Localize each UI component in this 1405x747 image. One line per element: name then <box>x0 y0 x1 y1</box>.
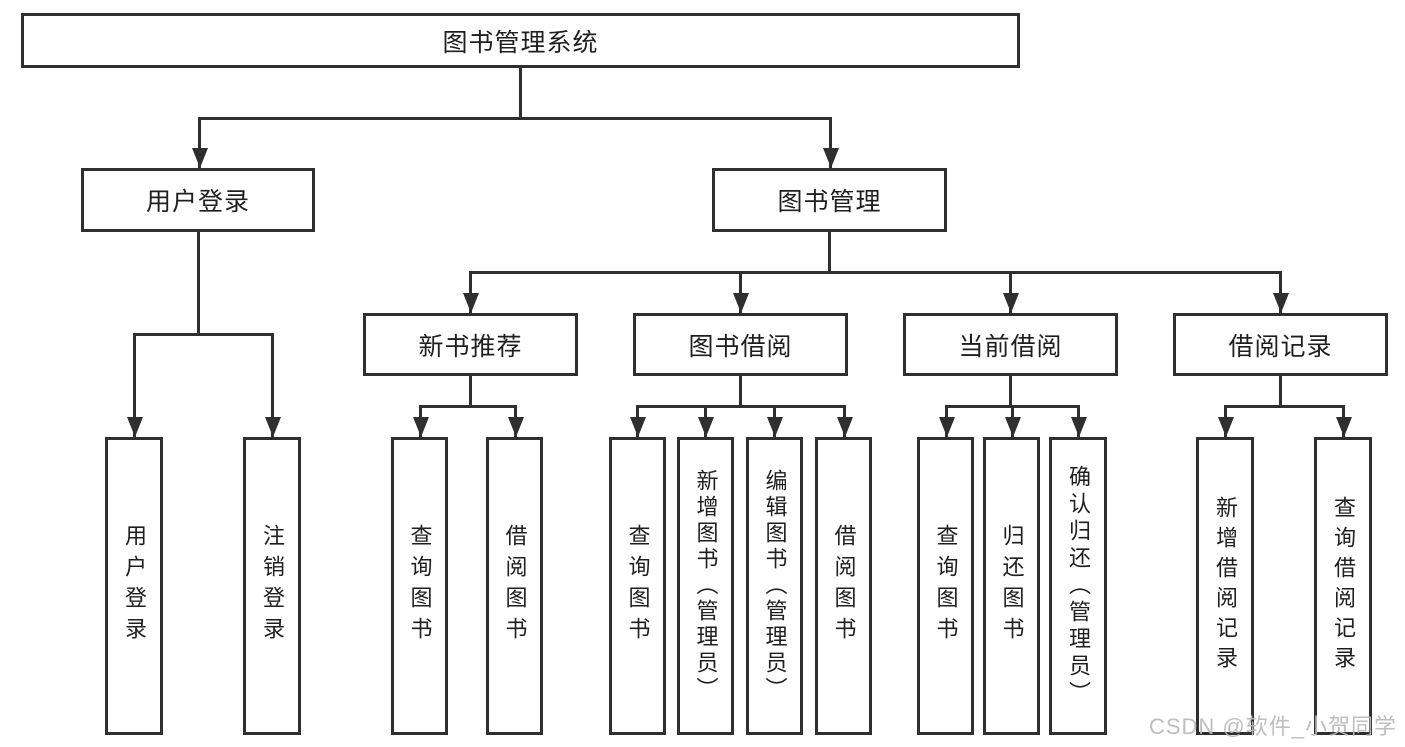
leaf-logout: 注销登录 <box>243 437 301 735</box>
arrow-down-icon <box>732 271 749 313</box>
arrow-down-icon <box>766 405 783 437</box>
node-book-management-label: 图书管理 <box>777 188 882 216</box>
leaf-confirm-return-admin-label: 确认归还（管理员） <box>1066 464 1091 708</box>
connector-line <box>519 68 522 118</box>
node-borrowing-records-label: 借阅记录 <box>1228 332 1333 361</box>
arrow-down-icon <box>1070 405 1087 437</box>
leaf-query-books-current: 查询图书 <box>917 437 974 735</box>
leaf-add-borrow-record-label: 新增借阅记录 <box>1213 496 1238 676</box>
node-book-borrowing-label: 图书借阅 <box>688 332 793 361</box>
leaf-borrow-books-recommend: 借阅图书 <box>486 437 543 735</box>
node-current-borrowing: 当前借阅 <box>903 313 1118 376</box>
arrow-down-icon <box>697 405 714 437</box>
arrow-down-icon <box>822 117 839 168</box>
leaf-query-books-recommend: 查询图书 <box>391 437 448 735</box>
leaf-borrow-books: 借阅图书 <box>815 437 872 735</box>
leaf-edit-books-admin: 编辑图书（管理员） <box>746 437 803 735</box>
leaf-add-borrow-record: 新增借阅记录 <box>1196 437 1254 735</box>
connector-line <box>1224 405 1344 408</box>
arrow-down-icon <box>1272 271 1289 313</box>
connector-line <box>1009 376 1012 407</box>
arrow-down-icon <box>412 405 429 437</box>
connector-line <box>133 333 273 336</box>
arrow-down-icon <box>1217 405 1234 437</box>
node-new-book-recommendation-label: 新书推荐 <box>418 332 523 361</box>
arrow-down-icon <box>264 333 281 437</box>
leaf-query-books-recommend-label: 查询图书 <box>407 524 433 648</box>
node-book-management: 图书管理 <box>712 168 947 232</box>
node-new-book-recommendation: 新书推荐 <box>363 313 578 376</box>
node-user-login: 用户登录 <box>81 168 315 232</box>
connector-line <box>828 232 831 273</box>
leaf-query-books-borrow: 查询图书 <box>609 437 666 735</box>
connector-line <box>197 232 200 335</box>
leaf-query-books-borrow-label: 查询图书 <box>625 524 651 648</box>
leaf-return-books: 归还图书 <box>983 437 1040 735</box>
leaf-user-login-label: 用户登录 <box>122 524 147 648</box>
leaf-edit-books-admin-label: 编辑图书（管理员） <box>762 469 788 703</box>
connector-line <box>469 376 472 407</box>
arrow-down-icon <box>1002 271 1019 313</box>
arrow-down-icon <box>507 405 524 437</box>
leaf-query-books-current-label: 查询图书 <box>933 524 959 648</box>
leaf-confirm-return-admin: 确认归还（管理员） <box>1049 437 1107 735</box>
node-book-borrowing: 图书借阅 <box>633 313 848 376</box>
csdn-watermark: CSDN @软件_小贺同学 <box>1148 714 1397 739</box>
connector-line <box>419 405 517 408</box>
arrow-down-icon <box>938 405 955 437</box>
node-current-borrowing-label: 当前借阅 <box>958 332 1063 361</box>
connector-line <box>1279 376 1282 407</box>
node-root-label: 图书管理系统 <box>442 28 599 57</box>
leaf-add-books-admin-label: 新增图书（管理员） <box>693 469 719 703</box>
connector-line <box>198 117 832 120</box>
connector-line <box>636 405 846 408</box>
arrow-down-icon <box>126 333 143 437</box>
leaf-user-login: 用户登录 <box>105 437 163 735</box>
leaf-return-books-label: 归还图书 <box>999 524 1025 648</box>
node-root: 图书管理系统 <box>21 13 1020 68</box>
leaf-query-borrow-record-label: 查询借阅记录 <box>1331 496 1356 676</box>
leaf-query-borrow-record: 查询借阅记录 <box>1314 437 1372 735</box>
connector-line <box>469 271 1282 274</box>
arrow-down-icon <box>191 117 208 168</box>
arrow-down-icon <box>462 271 479 313</box>
arrow-down-icon <box>1335 405 1352 437</box>
arrow-down-icon <box>629 405 646 437</box>
arrow-down-icon <box>1004 405 1021 437</box>
node-user-login-label: 用户登录 <box>145 188 250 216</box>
connector-line <box>739 376 742 407</box>
leaf-borrow-books-recommend-label: 借阅图书 <box>502 524 528 648</box>
leaf-borrow-books-label: 借阅图书 <box>831 524 857 648</box>
leaf-add-books-admin: 新增图书（管理员） <box>677 437 734 735</box>
arrow-down-icon <box>836 405 853 437</box>
node-borrowing-records: 借阅记录 <box>1173 313 1388 376</box>
leaf-logout-label: 注销登录 <box>260 524 285 648</box>
